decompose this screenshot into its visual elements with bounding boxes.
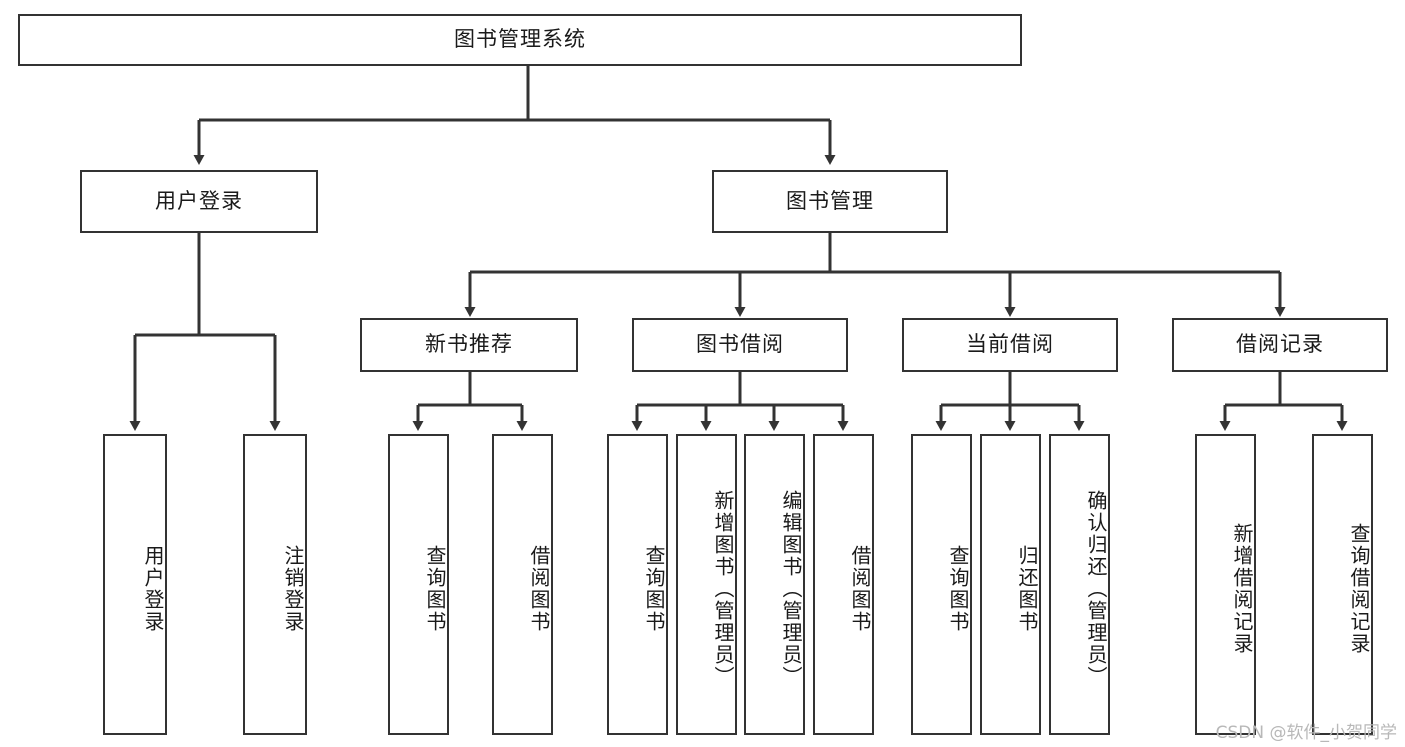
node-label: 注销登录 — [281, 544, 305, 633]
node-label: 查询图书 — [642, 544, 666, 633]
node-current-borrow[interactable]: 当前借阅 — [902, 318, 1118, 372]
node-label: 新增图书（管理员） — [711, 489, 735, 688]
node-label: 借阅图书 — [527, 544, 551, 633]
node-label: 用户登录 — [141, 544, 165, 633]
node-user-login[interactable]: 用户登录 — [80, 170, 318, 233]
leaf-user-login-signin[interactable]: 用户登录 — [103, 434, 167, 735]
leaf-current-borrow-confirm-return[interactable]: 确认归还（管理员） — [1049, 434, 1110, 735]
node-label: 确认归还（管理员） — [1084, 489, 1108, 688]
node-label: 查询借阅记录 — [1347, 522, 1371, 655]
node-label: 借阅记录 — [1236, 332, 1324, 357]
leaf-book-borrow-query[interactable]: 查询图书 — [607, 434, 668, 735]
node-label: 查询图书 — [423, 544, 447, 633]
leaf-book-borrow-add[interactable]: 新增图书（管理员） — [676, 434, 737, 735]
node-label: 编辑图书（管理员） — [779, 489, 803, 688]
node-book-management[interactable]: 图书管理 — [712, 170, 948, 233]
node-label: 新书推荐 — [425, 332, 513, 357]
node-borrow-record[interactable]: 借阅记录 — [1172, 318, 1388, 372]
leaf-current-borrow-query[interactable]: 查询图书 — [911, 434, 972, 735]
node-root-book-management-system[interactable]: 图书管理系统 — [18, 14, 1022, 66]
node-label: 图书管理 — [786, 188, 874, 213]
node-book-borrow[interactable]: 图书借阅 — [632, 318, 848, 372]
node-new-book-recommend[interactable]: 新书推荐 — [360, 318, 578, 372]
leaf-borrow-record-add[interactable]: 新增借阅记录 — [1195, 434, 1256, 735]
leaf-current-borrow-return[interactable]: 归还图书 — [980, 434, 1041, 735]
node-label: 图书管理系统 — [454, 27, 586, 52]
leaf-borrow-record-query[interactable]: 查询借阅记录 — [1312, 434, 1373, 735]
node-label: 当前借阅 — [966, 332, 1054, 357]
leaf-new-book-query[interactable]: 查询图书 — [388, 434, 449, 735]
node-label: 借阅图书 — [848, 544, 872, 633]
node-label: 用户登录 — [155, 188, 243, 213]
leaf-new-book-borrow[interactable]: 借阅图书 — [492, 434, 553, 735]
leaf-book-borrow-edit[interactable]: 编辑图书（管理员） — [744, 434, 805, 735]
node-label: 新增借阅记录 — [1230, 522, 1254, 655]
leaf-book-borrow-lend[interactable]: 借阅图书 — [813, 434, 874, 735]
node-label: 图书借阅 — [696, 332, 784, 357]
node-label: 查询图书 — [946, 544, 970, 633]
leaf-user-login-signout[interactable]: 注销登录 — [243, 434, 307, 735]
node-label: 归还图书 — [1015, 544, 1039, 633]
